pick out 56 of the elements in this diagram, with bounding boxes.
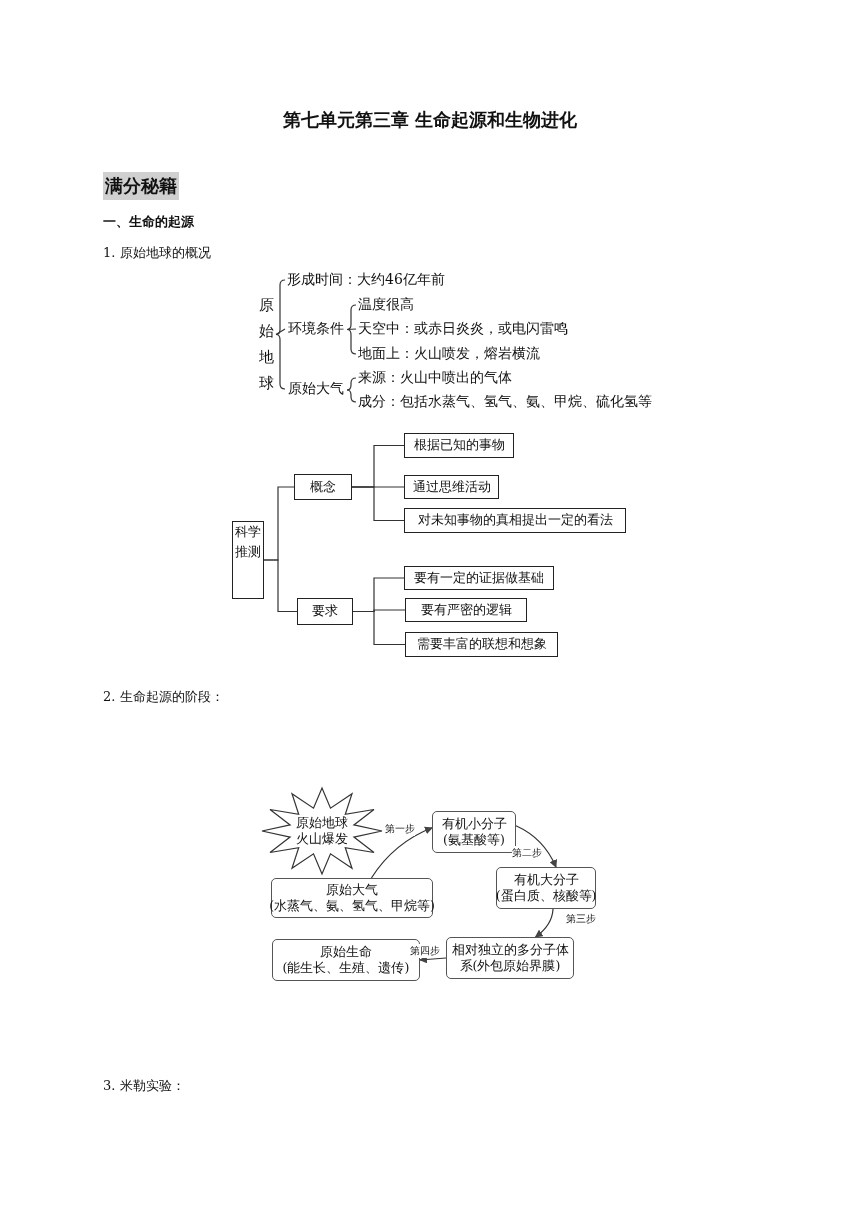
item-heading: 3. 米勒实验： <box>103 1077 185 1095</box>
edge-label: 第一步 <box>385 822 415 836</box>
arrow <box>419 955 447 964</box>
outline-text: 温度很高 <box>358 296 414 313</box>
arrow <box>370 826 433 879</box>
process-box: 要求 <box>297 598 353 625</box>
brace-arm <box>275 328 286 336</box>
process-box <box>272 939 420 981</box>
process-box <box>271 878 433 918</box>
node-text: (水蒸气、氨、氢气、甲烷等) <box>269 898 435 915</box>
process-box: 需要丰富的联想和想象 <box>405 632 558 657</box>
section-heading: 满分秘籍 <box>103 172 179 200</box>
process-box: 相对独立的多分子体系(外包原始界膜) <box>446 937 574 979</box>
outline-text: 成分：包括水蒸气、氢气、氨、甲烷、硫化氢等 <box>358 393 652 410</box>
connector-line <box>263 559 298 613</box>
process-box: 对未知事物的真相提出一定的看法 <box>404 508 626 533</box>
brace-arm <box>346 377 357 391</box>
outline-text: 来源：火山中喷出的气体 <box>358 369 512 386</box>
brace-arm <box>346 304 357 331</box>
connector-line <box>351 486 405 522</box>
process-box <box>496 867 596 909</box>
node-text: 原始大气 <box>326 881 378 898</box>
process-box: 根据已知的事物 <box>404 433 514 458</box>
outline-text: 天空中：或赤日炎炎，或电闪雷鸣 <box>358 320 568 337</box>
outline-text: 环境条件 <box>288 320 344 337</box>
edge-label: 第二步 <box>512 846 542 860</box>
node-text: 原始地球火山爆发 <box>295 815 349 847</box>
node-text: 原始生命 <box>320 943 372 960</box>
node-text: (氨基酸等) <box>443 832 505 849</box>
brace-arm <box>346 328 357 355</box>
item-heading: 1. 原始地球的概况 <box>103 244 211 262</box>
brace-arm <box>346 389 357 403</box>
arrow <box>534 908 554 938</box>
node-text: (能生长、生殖、遗传) <box>282 960 410 977</box>
process-box: 要有一定的证据做基础 <box>404 566 554 590</box>
page-title: 第七单元第三章 生命起源和生物进化 <box>281 108 579 132</box>
node-text: 有机大分子 <box>513 871 579 888</box>
outline-text: 原始地球 <box>258 292 274 396</box>
outline-text: 地面上：火山喷发，熔岩横流 <box>358 345 540 362</box>
brace-arm <box>275 333 286 390</box>
node-text: (蛋白质、核酸等) <box>495 888 597 905</box>
arrow <box>515 825 557 868</box>
node-text: 有机小分子 <box>441 815 507 832</box>
process-box: 科学推测 <box>232 521 264 599</box>
outline-text: 形成时间：大约46亿年前 <box>287 271 445 288</box>
brace-arm <box>346 328 357 331</box>
process-box: 通过思维活动 <box>404 475 499 499</box>
starburst-shape <box>260 787 384 875</box>
item-heading: 2. 生命起源的阶段： <box>103 688 224 706</box>
outline-text: 原始大气 <box>288 380 344 397</box>
edge-label: 第三步 <box>566 912 596 926</box>
connector-line <box>352 610 406 646</box>
subheading: 一、生命的起源 <box>103 213 194 231</box>
process-box: 概念 <box>294 474 352 500</box>
edge-label: 第四步 <box>410 944 440 958</box>
process-box: 要有严密的逻辑 <box>405 598 527 622</box>
